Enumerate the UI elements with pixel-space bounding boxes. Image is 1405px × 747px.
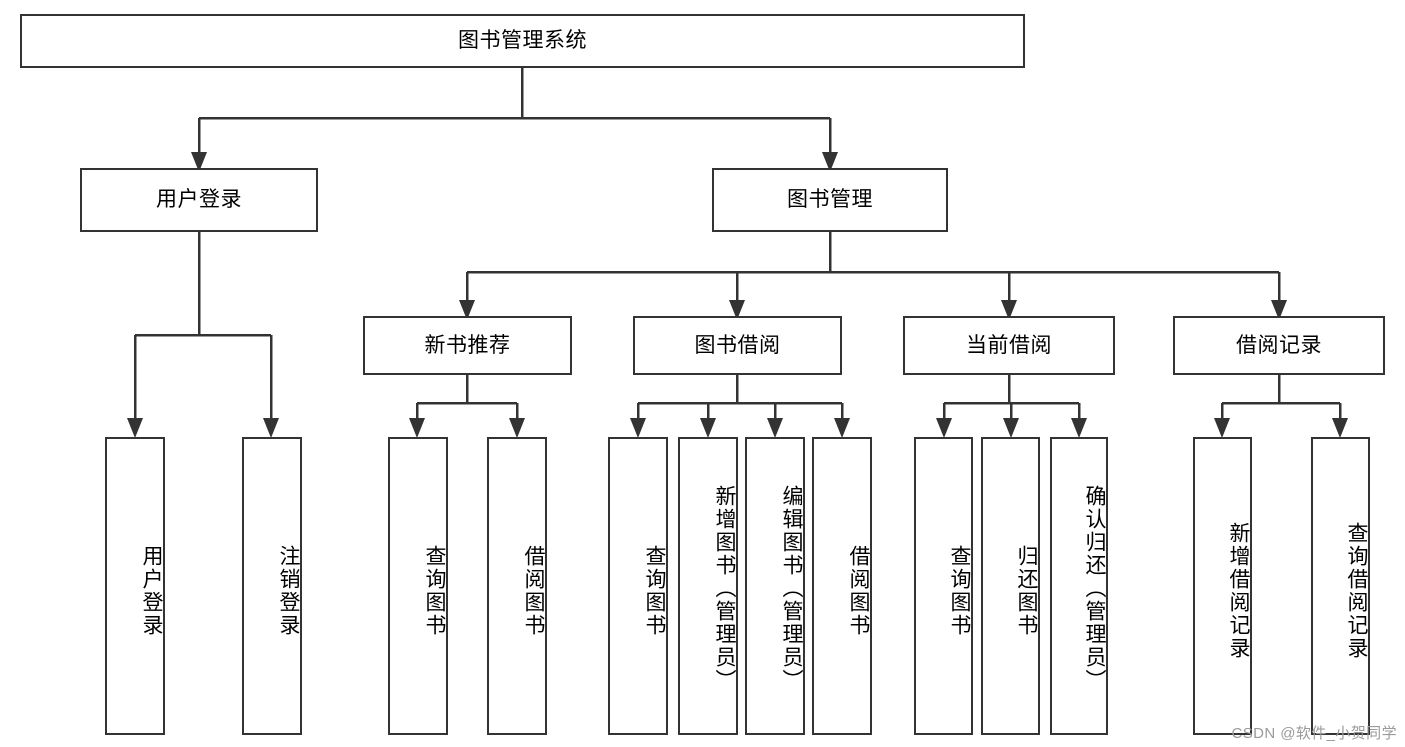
leaf-current-borrow-query-book[interactable]: 查询图书 [914,437,973,735]
node-book-borrow[interactable]: 图书借阅 [633,316,842,375]
leaf-book-borrow-edit-book-admin[interactable]: 编辑图书（管理员） [745,437,805,735]
leaf-borrow-record-query-record[interactable]: 查询借阅记录 [1311,437,1370,735]
node-borrow-record[interactable]: 借阅记录 [1173,316,1385,375]
leaf-user-login-login[interactable]: 用户登录 [105,437,165,735]
leaf-book-borrow-borrow-book[interactable]: 借阅图书 [812,437,872,735]
node-user-login[interactable]: 用户登录 [80,168,318,232]
leaf-new-book-query-book[interactable]: 查询图书 [388,437,448,735]
watermark-text: CSDN @软件_小贺同学 [1231,725,1397,742]
node-book-management[interactable]: 图书管理 [712,168,948,232]
node-root-book-management-system[interactable]: 图书管理系统 [20,14,1025,68]
leaf-current-borrow-confirm-return-admin[interactable]: 确认归还（管理员） [1050,437,1108,735]
leaf-book-borrow-add-book-admin[interactable]: 新增图书（管理员） [678,437,738,735]
leaf-current-borrow-return-book[interactable]: 归还图书 [981,437,1040,735]
leaf-borrow-record-add-record[interactable]: 新增借阅记录 [1193,437,1252,735]
leaf-user-login-logout[interactable]: 注销登录 [242,437,302,735]
node-new-book-recommend[interactable]: 新书推荐 [363,316,572,375]
leaf-book-borrow-query-book[interactable]: 查询图书 [608,437,668,735]
leaf-new-book-borrow-book[interactable]: 借阅图书 [487,437,547,735]
node-current-borrow[interactable]: 当前借阅 [903,316,1115,375]
